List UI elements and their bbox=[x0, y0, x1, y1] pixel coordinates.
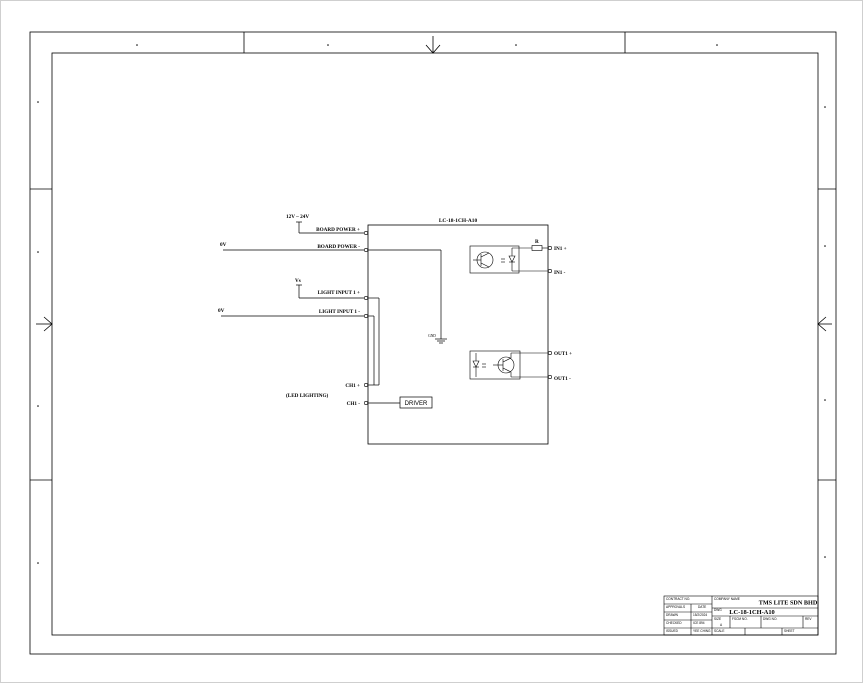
resistor-label: R bbox=[535, 239, 539, 245]
tb-contract-no: CONTRACT NO. bbox=[666, 597, 690, 601]
light-input-minus-label: LIGHT INPUT 1 - bbox=[319, 309, 360, 315]
tb-size-label: SIZE bbox=[714, 617, 721, 621]
led-lighting-note: (LED LIGHTING) bbox=[286, 392, 328, 399]
tb-sheet-label: SHEET bbox=[784, 629, 795, 633]
ch1-plus-label: CH1 + bbox=[345, 383, 360, 389]
out1-minus-label: OUT1 - bbox=[554, 376, 571, 382]
zero-v-label-1: 0V bbox=[220, 242, 227, 248]
input-resistor bbox=[531, 245, 543, 251]
module-box bbox=[367, 224, 549, 445]
tb-date: DATE bbox=[698, 605, 706, 609]
module-title: LC-18-1CH-A10 bbox=[439, 218, 478, 224]
tb-scale-label: SCALE bbox=[714, 629, 724, 633]
tb-model: LC-18-1CH-A10 bbox=[729, 609, 774, 616]
driver-block bbox=[399, 396, 433, 409]
tb-checked: CHECKED bbox=[666, 621, 682, 625]
tb-drawn: DRAWN bbox=[666, 613, 679, 617]
tb-company-name: TMS LITE SDN BHD bbox=[759, 600, 818, 607]
center-arrow-icon bbox=[36, 36, 832, 332]
drawing-frame bbox=[29, 31, 837, 655]
tb-issued: ISSUED bbox=[666, 629, 679, 633]
tb-issued-value: YEE CHING bbox=[693, 629, 711, 633]
board-voltage-label: 12V ~ 24V bbox=[286, 214, 309, 220]
title-block bbox=[663, 595, 819, 636]
board-power-plus-label: BOARD POWER + bbox=[316, 227, 360, 233]
tb-company-name-label: COMPANY NAME bbox=[714, 597, 740, 601]
left-pin-terminals bbox=[363, 231, 368, 405]
gnd-label: GND bbox=[428, 334, 436, 338]
ch1-minus-label: CH1 - bbox=[347, 401, 361, 407]
tb-fscm-label: FSCM NO. bbox=[732, 617, 748, 621]
zero-v-label-2: 0V bbox=[218, 308, 225, 314]
tb-checked-value: ICE 894 bbox=[693, 621, 705, 625]
in1-minus-label: IN1 - bbox=[554, 270, 566, 276]
zone-markers bbox=[37, 44, 826, 564]
tb-dwg-no-label: DWG NO. bbox=[763, 617, 777, 621]
tb-approvals: APPROVALS bbox=[666, 605, 685, 609]
tb-size-value: A bbox=[720, 623, 723, 627]
right-pin-terminals bbox=[547, 246, 552, 379]
light-input-plus-label: LIGHT INPUT 1 + bbox=[318, 290, 360, 296]
driver-label: DRIVER bbox=[405, 401, 428, 407]
tb-dwg-label: DWG bbox=[714, 608, 722, 612]
tb-rev-label: REV bbox=[805, 617, 812, 621]
light-input-wiring bbox=[221, 284, 400, 404]
out1-plus-label: OUT1 + bbox=[554, 351, 572, 357]
light-voltage-label: Vs bbox=[295, 278, 301, 284]
tb-drawn-date: 15/2/2024 bbox=[693, 613, 707, 617]
input-optocoupler bbox=[469, 245, 548, 274]
board-power-wiring bbox=[223, 221, 447, 344]
in1-plus-label: IN1 + bbox=[554, 246, 567, 252]
board-power-minus-label: BOARD POWER - bbox=[317, 244, 360, 250]
output-optocoupler bbox=[469, 350, 548, 380]
